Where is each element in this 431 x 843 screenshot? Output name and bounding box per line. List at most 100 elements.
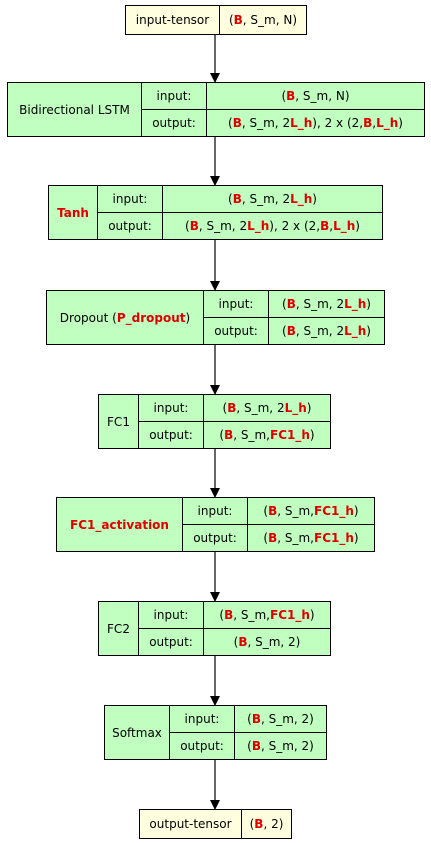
layer-name-part: Softmax xyxy=(112,725,162,740)
output-shape-part: L_h xyxy=(376,116,399,130)
output-shape-part: ( xyxy=(219,428,225,442)
input-shape-part: B xyxy=(286,89,296,103)
tensor-shape-part: ( xyxy=(249,817,255,831)
layer-name-part: P_dropout xyxy=(116,310,186,325)
io-labels: input:output: xyxy=(139,395,204,448)
layer-name: FC1_activation xyxy=(57,498,183,551)
layer-name-part: FC1_activation xyxy=(70,517,169,532)
output-shape-part: ), 2 x (2, xyxy=(312,116,364,130)
io-labels: input: output: xyxy=(183,498,248,551)
output-shape: (B, S_m, FC1_h) xyxy=(248,525,374,551)
io-values: (B, S_m, N)(B, S_m, 2 L_h), 2 x (2, B, L… xyxy=(207,83,424,136)
input-shape-part: ( xyxy=(263,504,269,518)
io-values: (B, S_m, 2 L_h)(B, S_m, 2 L_h) xyxy=(269,291,384,344)
input-shape: (B, S_m, 2 L_h) xyxy=(204,395,330,422)
io-values: (B, S_m, 2 L_h)(B, S_m, 2 L_h), 2 x (2, … xyxy=(163,186,382,239)
output-shape-part: , S_m, xyxy=(233,428,270,442)
output-shape-part: , S_m, xyxy=(277,531,314,545)
layer-name: FC1 xyxy=(99,395,139,448)
input-label: input: xyxy=(139,602,203,629)
output-shape-part: L_h xyxy=(247,219,270,233)
input-shape-part: ) xyxy=(312,192,317,206)
input-shape-part: B xyxy=(286,297,296,311)
tensor-shape: (B, S_m, N) xyxy=(220,6,306,34)
output-shape-part: , S_m, 2) xyxy=(247,635,301,649)
output-shape-part: ) xyxy=(355,219,360,233)
input-shape: (B, S_m, 2 L_h) xyxy=(163,186,382,213)
input-shape-part: B xyxy=(268,504,278,518)
tensor-shape-part: B xyxy=(233,13,243,27)
layer-name: Dropout (P_dropout) xyxy=(47,291,204,344)
output-shape-part: , xyxy=(329,219,334,233)
output-shape-part: FC1_h xyxy=(314,531,354,545)
input-shape: (B, S_m, N) xyxy=(207,83,424,110)
output-shape: (B, S_m, 2) xyxy=(235,733,326,759)
output-shape-part: ), 2 x (2, xyxy=(269,219,321,233)
input-label: input: xyxy=(170,706,234,733)
output-label: output: xyxy=(108,219,152,233)
input-shape-part: ( xyxy=(222,401,228,415)
output-label: output: xyxy=(193,531,237,545)
io-labels: input:output: xyxy=(98,186,163,239)
tensor-name: input-tensor xyxy=(126,6,220,34)
output-shape-part: B xyxy=(320,219,330,233)
output-shape-part: B xyxy=(189,219,199,233)
io-labels: input:output: xyxy=(204,291,269,344)
output-shape-part: B xyxy=(268,531,278,545)
output-label: output: xyxy=(149,428,193,442)
node-input-tensor: input-tensor(B, S_m, N) xyxy=(125,5,307,35)
layer-name-part: ) xyxy=(185,310,191,325)
input-shape-part: ) xyxy=(353,504,359,518)
output-shape-part: B xyxy=(251,739,261,753)
input-shape-part: L_h xyxy=(290,192,313,206)
io-labels: input: output: xyxy=(139,602,204,655)
output-shape: (B, S_m, 2 L_h), 2 x (2, B, L_h) xyxy=(207,110,424,136)
input-label: input: xyxy=(183,498,247,525)
input-shape-part: L_h xyxy=(284,401,307,415)
input-label: input: xyxy=(142,83,206,110)
input-shape: (B, S_m, FC1_h) xyxy=(204,602,330,629)
output-label: output: xyxy=(152,116,196,130)
layer-name: Tanh xyxy=(49,186,98,239)
input-shape-part: B xyxy=(227,401,237,415)
input-shape-part: , S_m, 2 xyxy=(236,401,285,415)
io-values: (B, S_m, 2)(B, S_m, 2) xyxy=(235,706,326,759)
output-shape-part: B xyxy=(232,116,242,130)
output-shape-part: L_h xyxy=(333,219,356,233)
output-shape-part: L_h xyxy=(290,116,313,130)
io-values: (B, S_m, 2 L_h)(B, S_m, FC1_h) xyxy=(204,395,330,448)
output-shape-part: ) xyxy=(366,324,371,338)
input-shape: (B, S_m, FC1_h) xyxy=(248,498,374,525)
tensor-shape-part: B xyxy=(254,817,264,831)
input-shape-part: FC1_h xyxy=(314,504,354,518)
input-shape-part: ( xyxy=(247,712,252,726)
input-shape-part: B xyxy=(232,192,242,206)
io-values: (B, S_m, FC1_h)(B, S_m, 2) xyxy=(204,602,330,655)
node-fc2: FC2 input: output: (B, S_m, FC1_h)(B, S_m, … xyxy=(98,601,331,656)
tensor-shape-part: ( xyxy=(228,13,234,27)
input-label: input: xyxy=(204,291,268,318)
output-shape: (B, S_m, 2) xyxy=(204,629,330,655)
input-shape-part: ( xyxy=(281,89,287,103)
input-shape-part: ) xyxy=(306,401,312,415)
output-shape-part: L_h xyxy=(344,324,367,338)
tensor-shape-part: , S_m, N) xyxy=(242,13,298,27)
tensor-name: output-tensor xyxy=(140,810,242,838)
io-labels: input:output: xyxy=(170,706,235,759)
input-shape-part: ( xyxy=(228,192,233,206)
input-shape-part: , S_m, 2) xyxy=(260,712,314,726)
output-shape-part: ) xyxy=(398,116,403,130)
tensor-shape: (B, 2) xyxy=(242,810,291,838)
input-shape-part: , S_m, xyxy=(233,608,270,622)
output-label: output: xyxy=(149,635,193,649)
output-shape-part: B xyxy=(238,635,248,649)
output-shape-part: ( xyxy=(185,219,190,233)
layer-name-part: FC2 xyxy=(107,621,130,636)
input-shape-part: , S_m, 2 xyxy=(241,192,291,206)
input-shape-part: FC1_h xyxy=(270,608,310,622)
